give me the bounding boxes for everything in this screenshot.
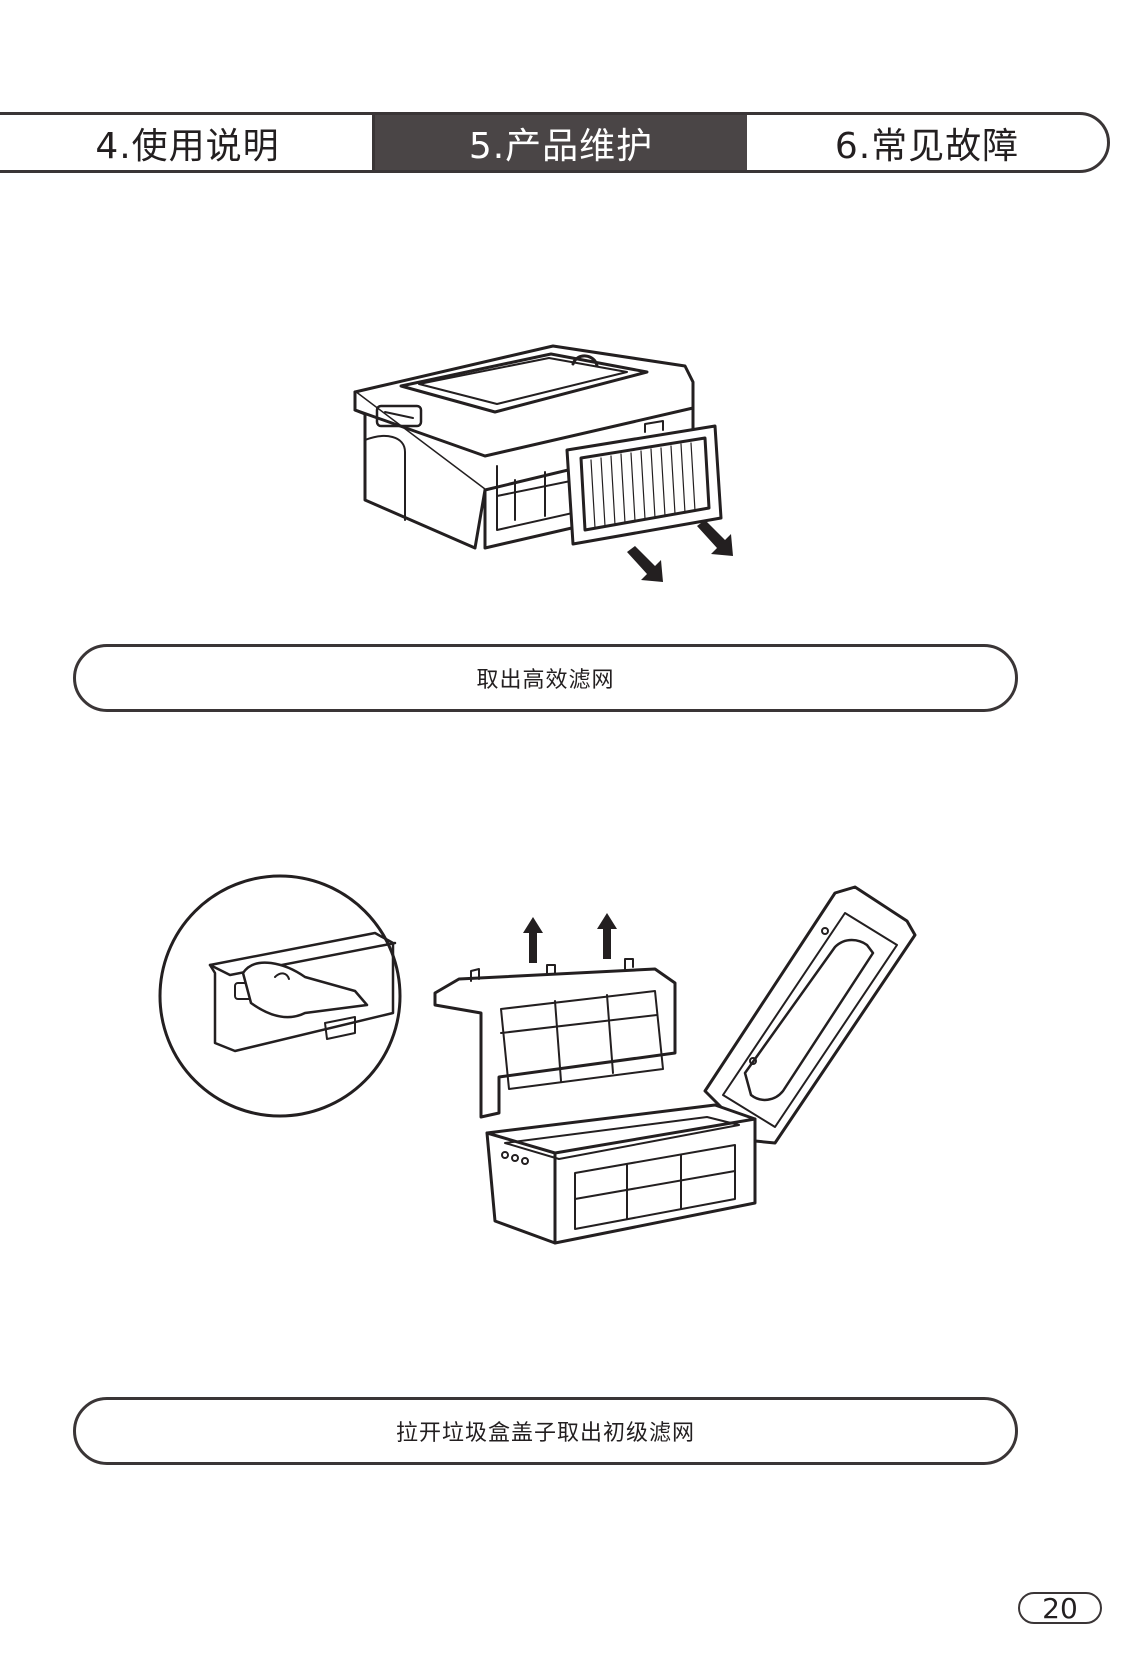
page-number: 20 (1018, 1591, 1102, 1625)
primary-filter-removal-illustration (155, 873, 1005, 1333)
step-caption-text: 取出高效滤网 (476, 668, 615, 693)
lift-up-arrows (523, 913, 617, 963)
tab-label: 6.常见故障 (834, 125, 1020, 167)
pull-out-arrows (627, 520, 733, 582)
hepa-filter-removal-illustration (345, 340, 785, 620)
open-lid-drawing (703, 885, 917, 1145)
tab-label: 5.产品维护 (468, 125, 654, 167)
tab-common-faults[interactable]: 6.常见故障 (747, 115, 1107, 170)
step-caption-text: 拉开垃圾盒盖子取出初级滤网 (395, 1421, 695, 1446)
section-tab-bar: 4.使用说明 5.产品维护 6.常见故障 (0, 112, 1110, 173)
latch-detail-inset (158, 874, 402, 1118)
step-caption: 拉开垃圾盒盖子取出初级滤网 (73, 1397, 1018, 1465)
tab-product-maintenance[interactable]: 5.产品维护 (375, 115, 747, 170)
hepa-filter-drawing (565, 420, 723, 546)
primary-filter-drawing (433, 958, 677, 1119)
tab-label: 4.使用说明 (95, 125, 280, 167)
page-number-text: 20 (1042, 1591, 1078, 1625)
dust-box-drawing (485, 1103, 757, 1245)
step-caption: 取出高效滤网 (73, 644, 1018, 712)
tab-usage-instructions[interactable]: 4.使用说明 (0, 115, 375, 170)
